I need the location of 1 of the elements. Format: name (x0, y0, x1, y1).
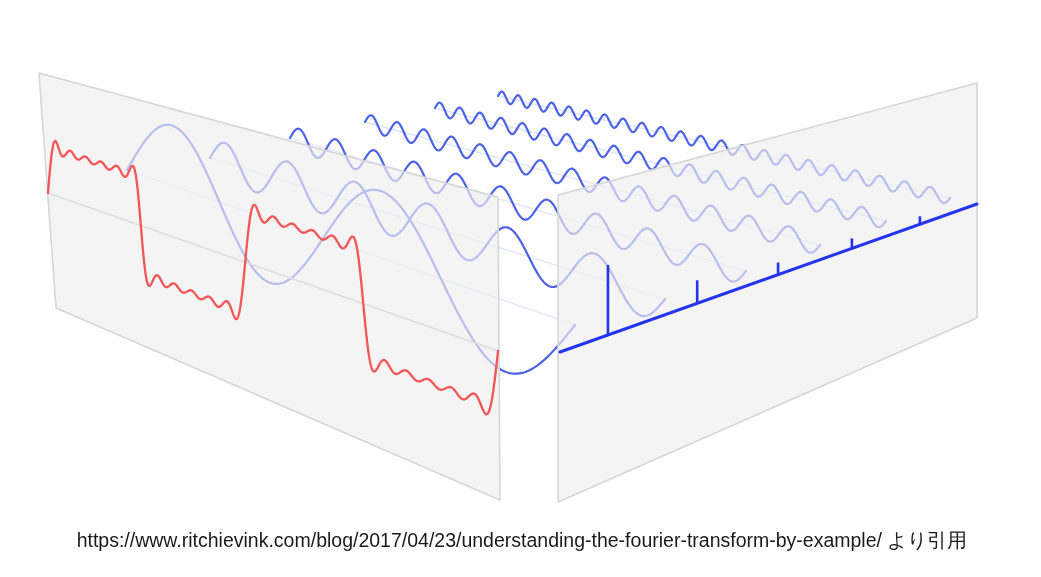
source-citation: https://www.ritchievink.com/blog/2017/04/23/understanding-the-fourier-transform-by-example/ より引用 (76, 528, 968, 553)
